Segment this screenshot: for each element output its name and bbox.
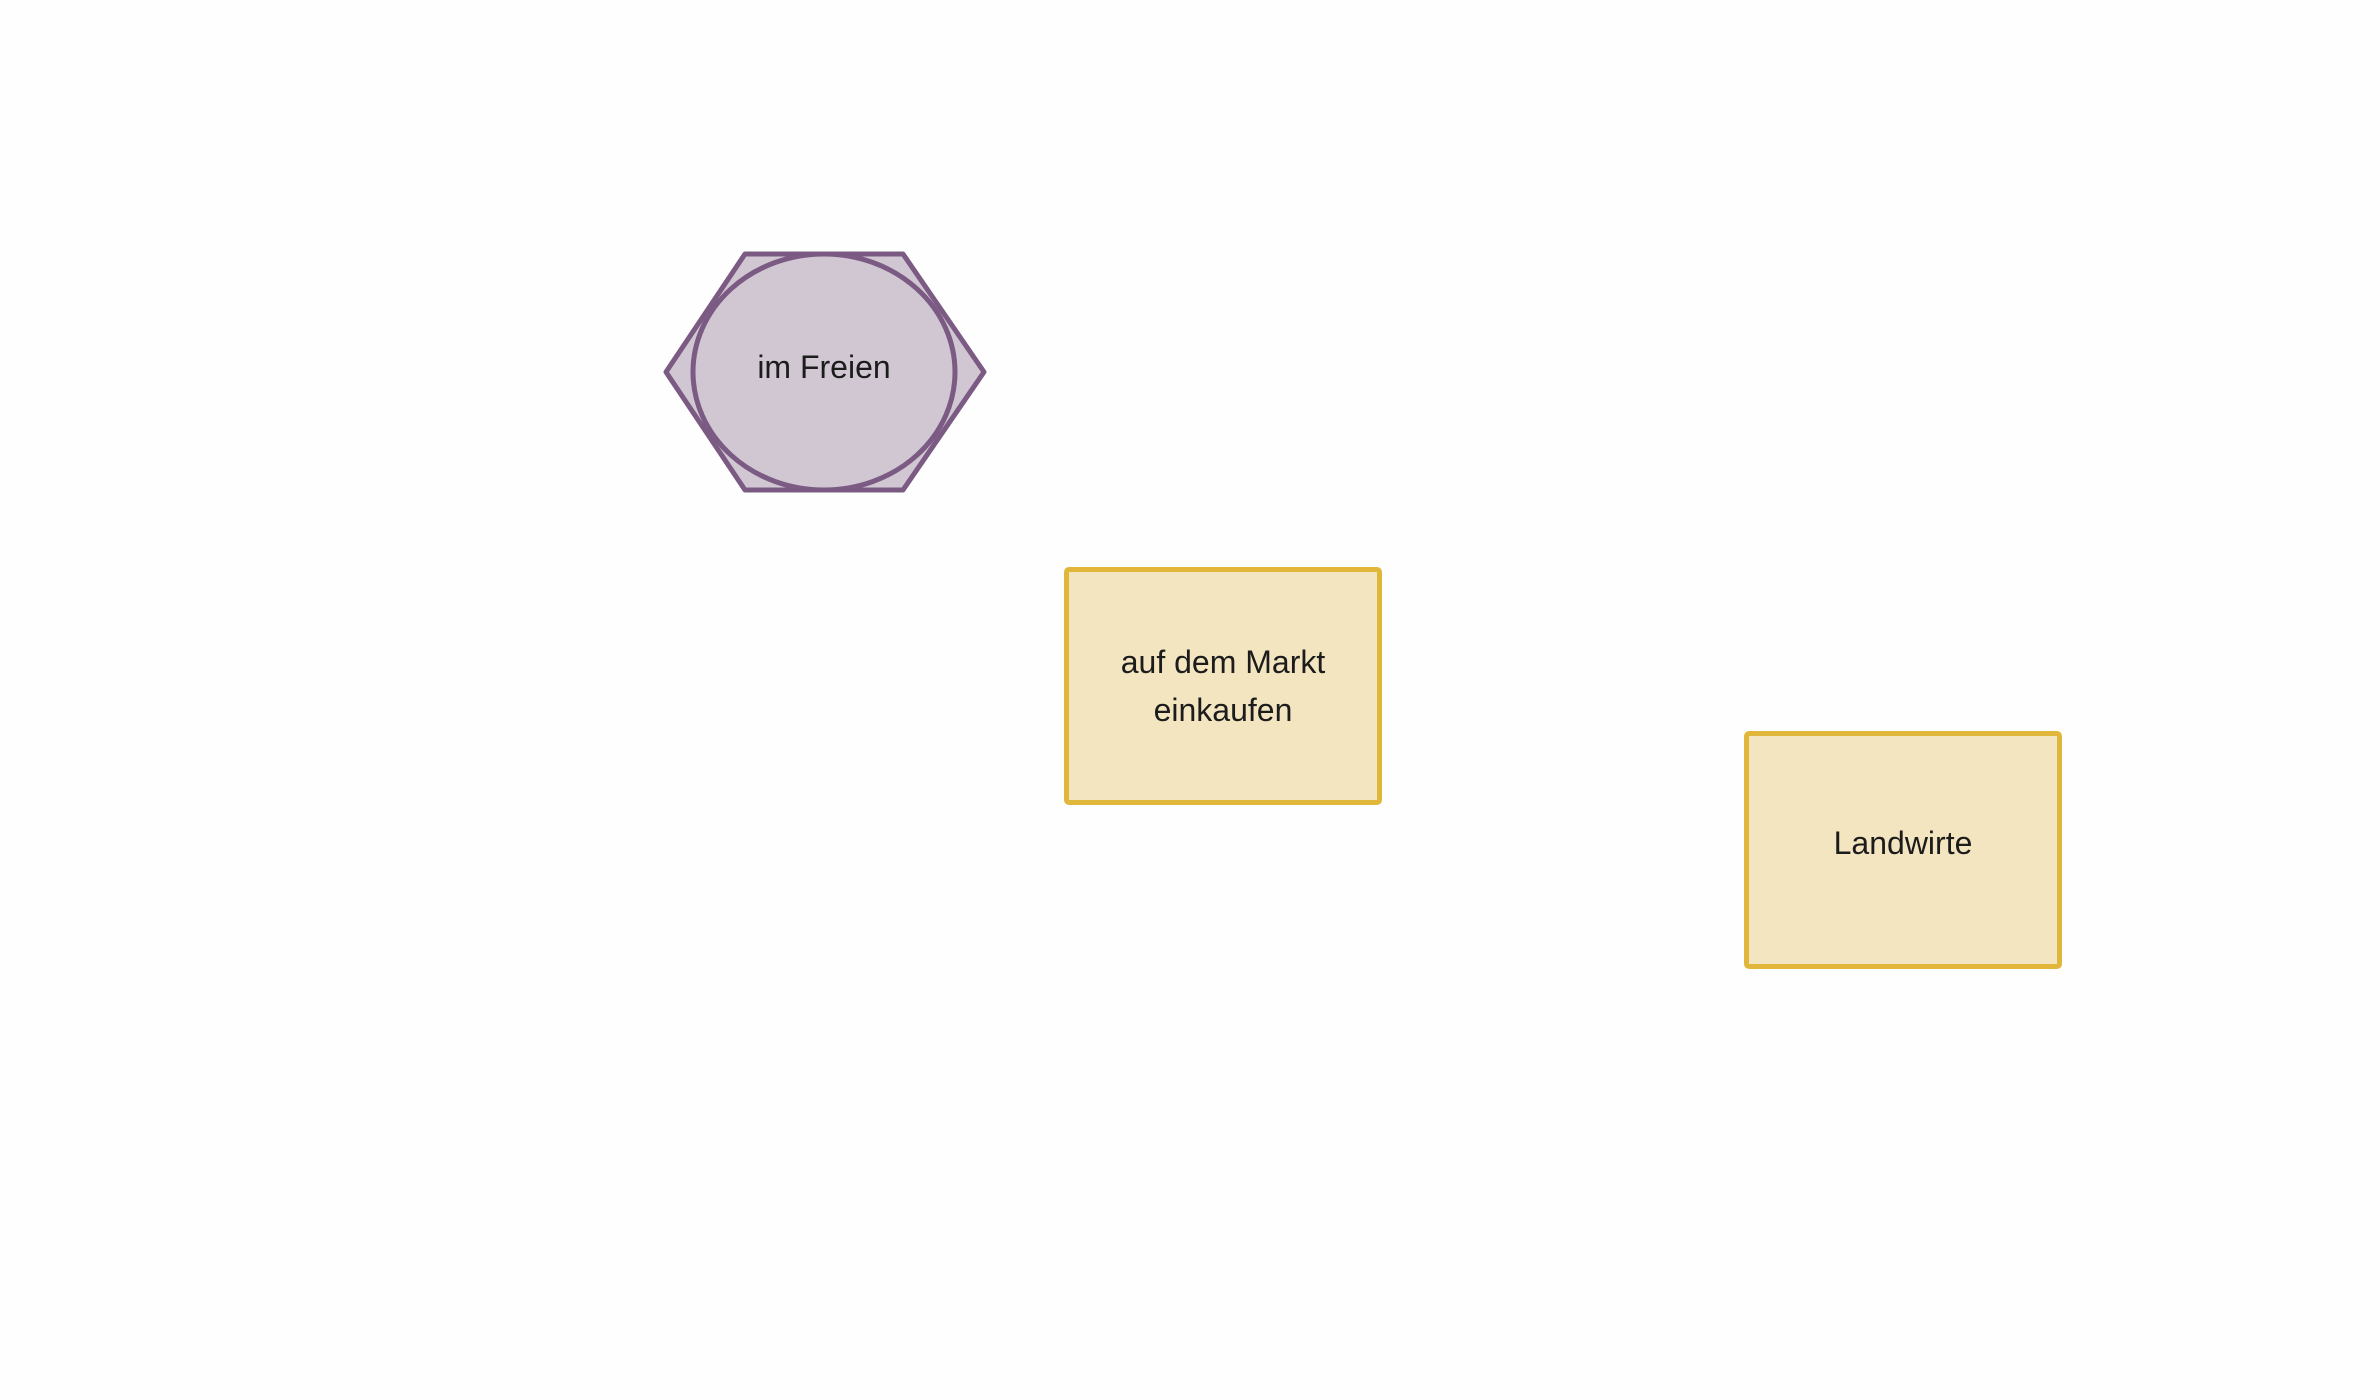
markt-label: auf dem Markt einkaufen	[1120, 644, 1326, 728]
ellipse-shape	[690, 251, 958, 493]
landwirte-label: Landwirte	[1833, 825, 1973, 861]
im-freien-label: im Freien	[757, 349, 891, 385]
landwirte-node[interactable]: Landwirte	[1744, 731, 2062, 969]
markt-node[interactable]: auf dem Markt einkaufen	[1064, 567, 1382, 805]
